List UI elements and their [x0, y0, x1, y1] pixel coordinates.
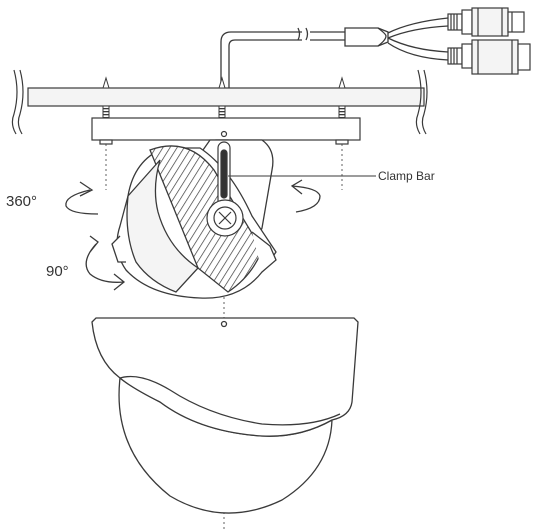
pan-angle-label: 360°: [6, 193, 37, 210]
cable-assembly: [220, 17, 449, 90]
dome-cover: [91, 317, 359, 514]
clamp-bar-label: Clamp Bar: [378, 169, 435, 183]
tilt-rotate-arrow-icon: [85, 235, 126, 291]
clamp-bar: [217, 141, 231, 209]
clamp-bar-callout: Clamp Bar: [228, 169, 435, 183]
tilt-angle-label: 90°: [46, 263, 69, 280]
pan-rotate-arrow-icon: [65, 181, 99, 215]
mounting-screws: [102, 76, 346, 119]
camera-ball: [111, 145, 277, 299]
bnc-connector: [447, 7, 525, 37]
network-connector: [447, 39, 531, 75]
pan-rotate-arrow-right-icon: [290, 179, 321, 213]
screw-icon: [206, 199, 244, 237]
screw-left: [102, 76, 110, 119]
cable-splitter: [344, 27, 387, 47]
ceiling-panel: [11, 69, 428, 135]
